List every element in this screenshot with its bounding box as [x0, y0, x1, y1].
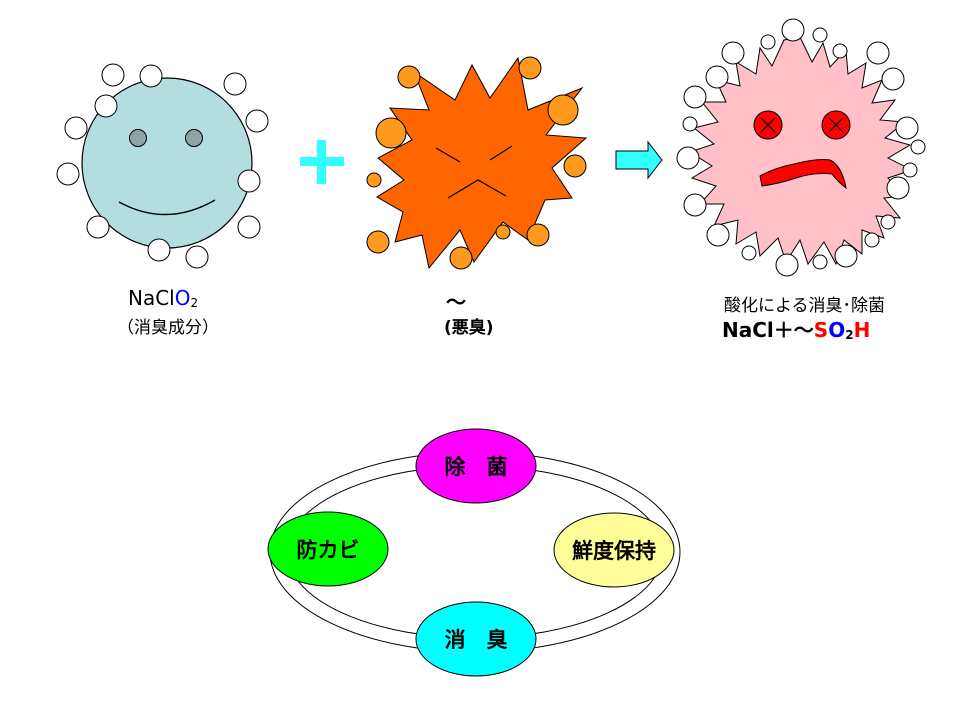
- naclo2-right-eye: [185, 129, 203, 147]
- naclo2-smile: [118, 199, 216, 216]
- reaction-arrow: [615, 140, 663, 180]
- product-molecule: [676, 18, 926, 277]
- product-mouth: [759, 159, 847, 190]
- naclo2-left-eye: [129, 129, 147, 147]
- cycle-node-freshness: 鮮度保持: [553, 512, 675, 588]
- benefit-cycle: 除 菌 鮮度保持 消 臭 防カビ: [267, 428, 681, 677]
- product-eyes: [753, 110, 851, 140]
- cycle-node-deodorizing: 消 臭: [415, 601, 537, 677]
- product-burst-shape: [688, 36, 914, 266]
- product-bubbles: [676, 18, 926, 277]
- naclo2-bubbles: [56, 63, 269, 269]
- product-formula: NaCl＋～SO2H: [722, 318, 871, 342]
- reactant-formula: NaClO2: [128, 286, 199, 310]
- cycle-node-sterilization: 除 菌: [415, 428, 537, 504]
- odor-symbol: ～: [446, 290, 466, 314]
- cycle-node-antimold: 防カビ: [267, 511, 389, 587]
- odor-angry-face: [435, 145, 513, 199]
- odor-role: (悪臭): [444, 318, 494, 338]
- odor-burst-shape: [376, 56, 588, 270]
- product-title: 酸化による消臭･除菌: [724, 296, 885, 316]
- odor-burst: [366, 56, 588, 270]
- cycle-node-freshness-label: 鮮度保持: [572, 539, 656, 563]
- cycle-node-sterilization-label: 除 菌: [445, 455, 508, 479]
- reactant-role: （消臭成分）: [117, 318, 219, 338]
- cycle-node-deodorizing-label: 消 臭: [445, 628, 508, 652]
- naclo2-molecule: [56, 63, 269, 269]
- cycle-node-antimold-label: 防カビ: [297, 538, 360, 562]
- odor-bubbles: [366, 56, 587, 270]
- plus-sign: [300, 140, 344, 184]
